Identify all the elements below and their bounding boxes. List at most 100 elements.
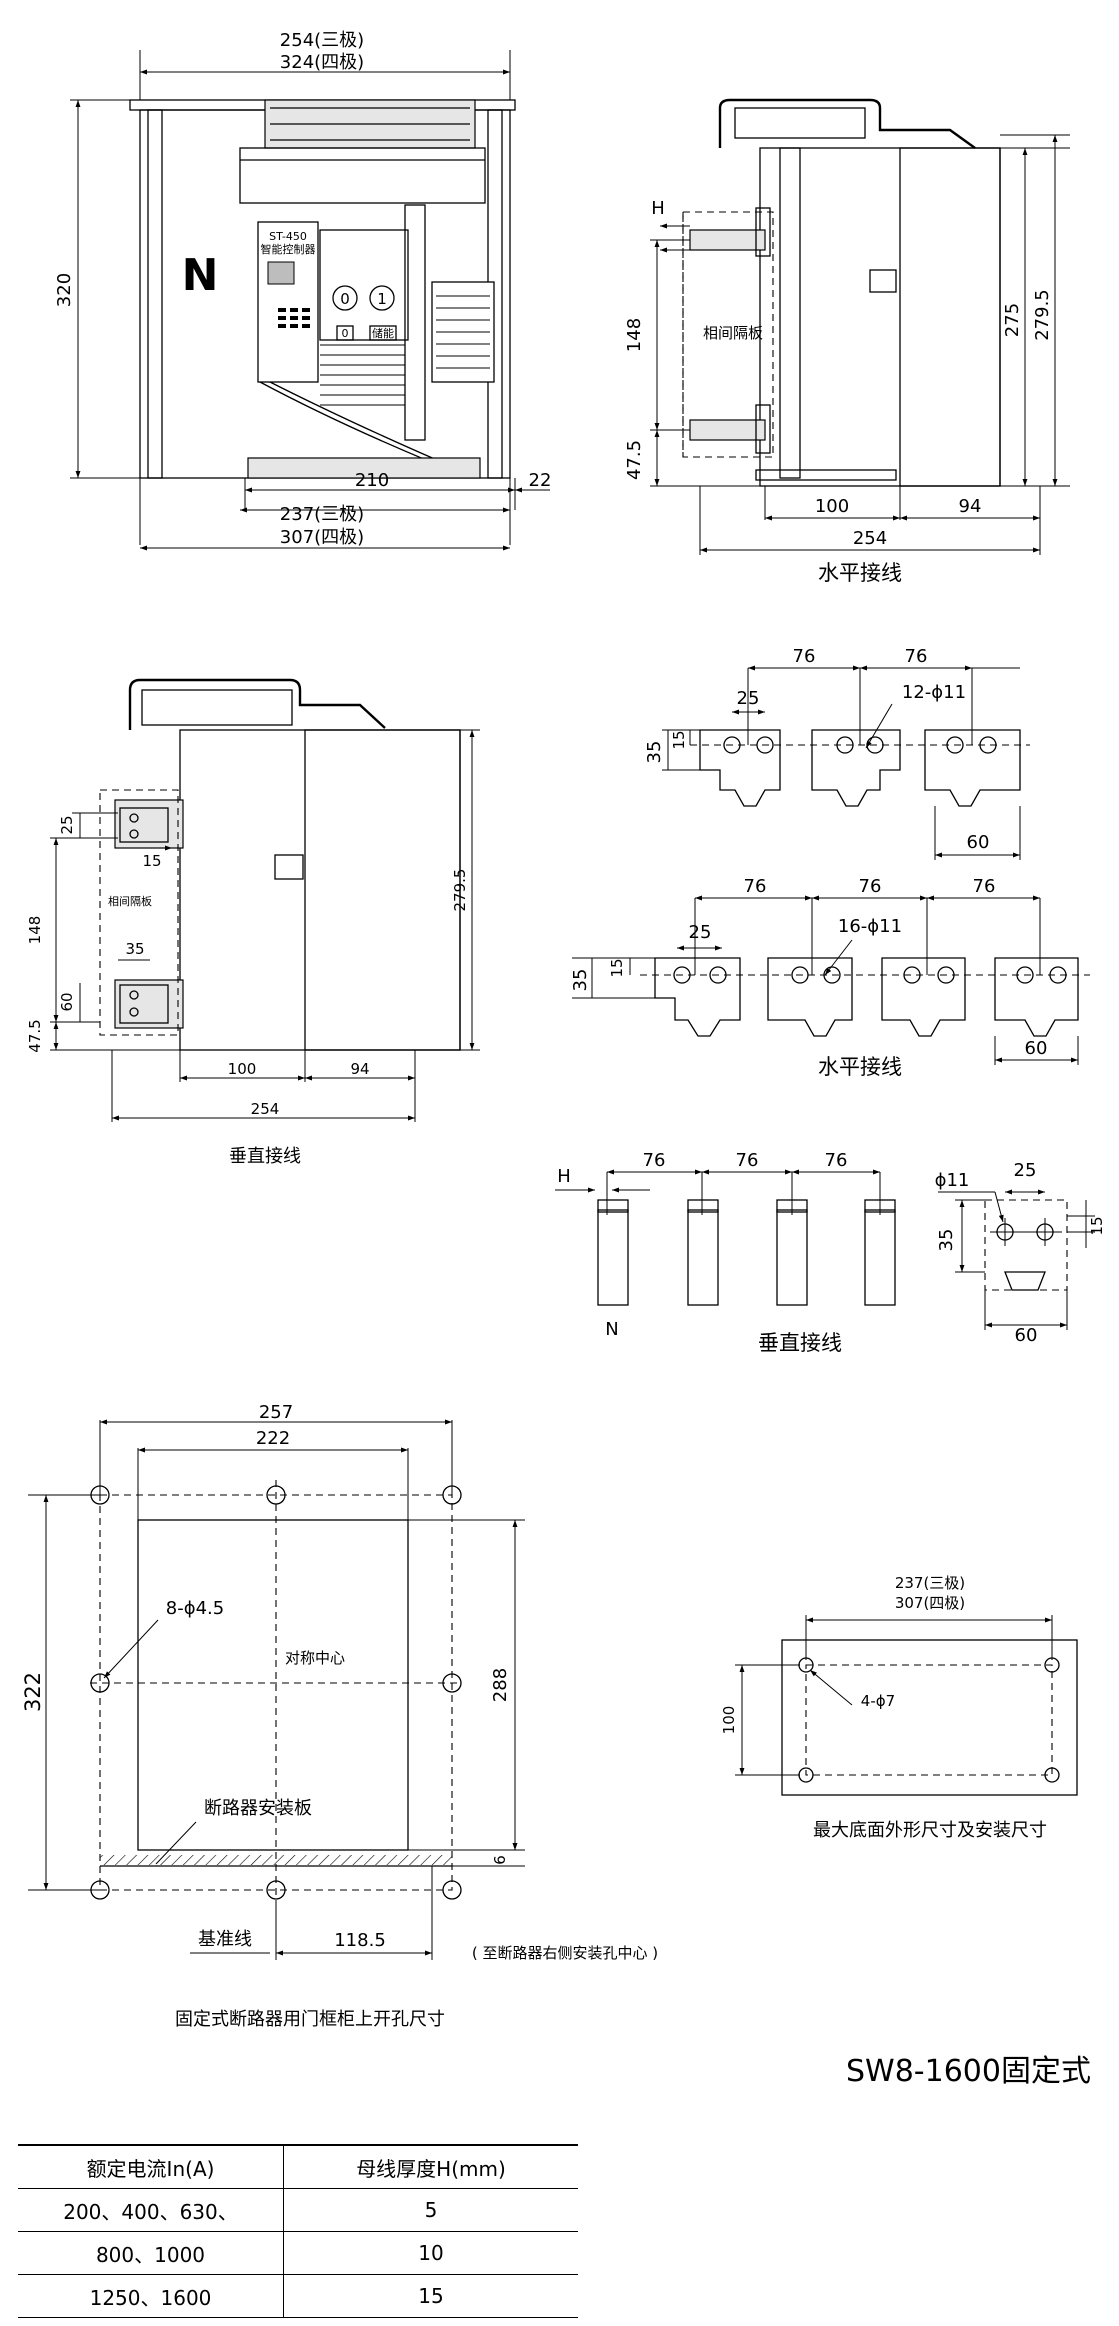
front-view: 254(三极) 324(四极) 320 N ST-450 智能控制器 bbox=[54, 30, 552, 551]
dim-279-5-side: 279.5 bbox=[1032, 289, 1053, 341]
neutral-label: N bbox=[182, 250, 219, 301]
dim-118-5: 118.5 bbox=[334, 1930, 386, 1951]
symmetry-center: 对称中心 bbox=[285, 1649, 345, 1667]
caption-vertical-wiring: 垂直接线 bbox=[229, 1146, 301, 1167]
caption-base: 最大底面外形尺寸及安装尺寸 bbox=[813, 1820, 1047, 1841]
dim-76-vb-b: 76 bbox=[736, 1150, 759, 1171]
dim-254-vert: 254 bbox=[251, 1100, 280, 1118]
terminal-block-3p-2 bbox=[811, 729, 901, 807]
n-label-vertical: N bbox=[605, 1319, 618, 1340]
button-on-label: 1 bbox=[377, 290, 387, 308]
dim-100-base: 100 bbox=[720, 1706, 738, 1735]
dim-76-3p-b: 76 bbox=[905, 646, 928, 667]
terminal-block-3p-1 bbox=[699, 729, 781, 807]
dim-288: 288 bbox=[490, 1668, 511, 1702]
dim-width-3p: 254(三极) bbox=[280, 30, 364, 51]
dim-257: 257 bbox=[259, 1402, 293, 1423]
dim-275: 275 bbox=[1002, 303, 1023, 337]
caption-door-cutout: 固定式断路器用门框柜上开孔尺寸 bbox=[175, 2009, 445, 2030]
side-view-vertical: 25 15 148 相间隔板 35 60 47.5 279.5 100 94 2… bbox=[26, 678, 480, 1167]
dim-25-vert: 25 bbox=[58, 815, 76, 834]
hole-note: ( 至断路器右侧安装孔中心 ) bbox=[472, 1944, 658, 1962]
dim-15-4p: 15 bbox=[608, 958, 626, 977]
dim-76-4p-a: 76 bbox=[744, 876, 767, 897]
holes-4: 4-ϕ7 bbox=[861, 1692, 895, 1710]
dim-76-3p-a: 76 bbox=[793, 646, 816, 667]
phase-plate-vert: 相间隔板 bbox=[108, 894, 152, 908]
caption-vertical-bus: 垂直接线 bbox=[758, 1331, 842, 1355]
header-thickness: 母线厚度H(mm) bbox=[356, 2156, 506, 2181]
row-current: 1250、1600 bbox=[18, 2274, 284, 2318]
dim-237: 237(三极) bbox=[280, 504, 364, 525]
phase-plate-label: 相间隔板 bbox=[703, 324, 763, 342]
h-label-vertical: H bbox=[557, 1166, 571, 1187]
row-current: 200、400、630、 bbox=[18, 2188, 284, 2232]
dim-76-4p-c: 76 bbox=[973, 876, 996, 897]
controller-keys bbox=[278, 308, 310, 328]
mount-plate bbox=[137, 1519, 409, 1851]
dim-25-4p: 25 bbox=[689, 922, 712, 943]
dim-76-vb-c: 76 bbox=[825, 1150, 848, 1171]
hole-11-label: ϕ11 bbox=[935, 1170, 970, 1191]
dim-35-3p: 35 bbox=[644, 741, 665, 764]
dim-76-4p-b: 76 bbox=[859, 876, 882, 897]
dim-35-hole: 35 bbox=[936, 1229, 957, 1252]
controller-panel bbox=[257, 221, 319, 383]
header-current: 额定电流In(A) bbox=[18, 2145, 284, 2189]
row-thickness: 5 bbox=[424, 2198, 438, 2222]
dim-237-base: 237(三极) bbox=[895, 1574, 965, 1592]
h-label-side: H bbox=[651, 198, 665, 219]
vertical-bus-bars: H 76 76 76 N 垂直接线 ϕ11 25 35 bbox=[555, 1150, 1106, 1355]
dim-60-hole: 60 bbox=[1015, 1325, 1038, 1346]
dim-279-5-vert: 279.5 bbox=[451, 869, 469, 912]
side-view-horizontal: H 148 47.5 相间隔板 275 279.5 100 94 254 水平接… bbox=[624, 98, 1070, 585]
baseline-label: 基准线 bbox=[198, 1929, 252, 1950]
table-row: 200、400、630、 5 bbox=[18, 2188, 578, 2232]
controller-name: 智能控制器 bbox=[261, 242, 316, 256]
terminal-comb bbox=[270, 107, 470, 141]
dim-25-hole: 25 bbox=[1014, 1160, 1037, 1181]
bus-bar-2 bbox=[776, 1199, 808, 1306]
base-mount: 237(三极) 307(四极) 4-ϕ7 100 最大底面外形尺寸及安装尺寸 bbox=[720, 1574, 1078, 1841]
mount-plate-label: 断路器安装板 bbox=[204, 1798, 312, 1819]
bus-thickness-table: 额定电流In(A) 母线厚度H(mm) 200、400、630、 5 800、1… bbox=[18, 2144, 578, 2318]
dim-148-vert: 148 bbox=[26, 916, 44, 945]
dim-100-vert: 100 bbox=[228, 1060, 257, 1078]
dim-222: 222 bbox=[256, 1428, 290, 1449]
terminals-3p: 76 76 25 12-ϕ11 35 15 60 bbox=[644, 646, 1030, 860]
cutout-holes bbox=[90, 1485, 462, 1900]
terminal-block-4p-1 bbox=[654, 957, 741, 1037]
dim-94-vert: 94 bbox=[350, 1060, 369, 1078]
base-outline bbox=[781, 1639, 1078, 1796]
button-off-label: 0 bbox=[340, 290, 350, 308]
holes-16: 16-ϕ11 bbox=[838, 916, 902, 937]
table-row: 800、1000 10 bbox=[18, 2231, 578, 2275]
dim-47-5-vert: 47.5 bbox=[26, 1019, 44, 1052]
dim-15-hole: 15 bbox=[1088, 1216, 1106, 1235]
dim-6: 6 bbox=[491, 1855, 509, 1865]
dim-15-vert: 15 bbox=[142, 852, 161, 870]
row-thickness: 10 bbox=[418, 2241, 444, 2265]
vent-grille bbox=[320, 344, 405, 406]
table-header-row: 额定电流In(A) 母线厚度H(mm) bbox=[18, 2145, 578, 2189]
dim-47-5-side: 47.5 bbox=[624, 440, 645, 480]
dim-22: 22 bbox=[529, 470, 552, 491]
row-thickness: 15 bbox=[418, 2284, 444, 2308]
controller-display bbox=[267, 261, 295, 285]
dim-25-3p: 25 bbox=[737, 688, 760, 709]
dim-307: 307(四极) bbox=[280, 527, 364, 548]
dim-254-side: 254 bbox=[853, 528, 887, 549]
row-current: 800、1000 bbox=[18, 2231, 284, 2275]
caption-horizontal-4p: 水平接线 bbox=[818, 1055, 902, 1079]
table-row: 1250、1600 15 bbox=[18, 2274, 578, 2318]
dim-210: 210 bbox=[355, 470, 389, 491]
terminal-block-4p-4 bbox=[994, 957, 1079, 1037]
dim-height-320: 320 bbox=[54, 273, 75, 307]
dim-35-vert: 35 bbox=[125, 940, 144, 958]
reset-label: 储能 bbox=[372, 326, 394, 340]
terminal-block-4p-2 bbox=[767, 957, 853, 1037]
nameplate-lines bbox=[436, 295, 490, 369]
dim-307-base: 307(四极) bbox=[895, 1594, 965, 1612]
dim-100-side: 100 bbox=[815, 496, 849, 517]
